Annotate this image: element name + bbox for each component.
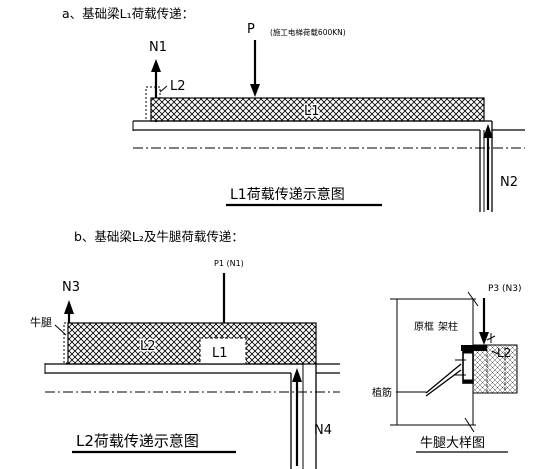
load-p3-arrow xyxy=(479,298,489,345)
reaction-n2-label: N2 xyxy=(500,175,518,190)
load-p1-label: P1 (N1) xyxy=(214,259,244,268)
slab-lines-a xyxy=(132,120,525,149)
support-column-a xyxy=(479,130,493,212)
rebar-label: 植筋 xyxy=(372,386,392,399)
beam-l2 xyxy=(67,322,317,365)
reaction-n1-label: N1 xyxy=(149,40,167,55)
beam-l2-label: L2 xyxy=(170,79,186,94)
slab-lines-b xyxy=(44,363,340,393)
column-label-line2: 架柱 xyxy=(438,320,458,333)
column-label-line1: 原框 xyxy=(414,320,434,333)
section-a-caption: a、基础梁L₁荷载传递： xyxy=(62,6,194,21)
detail-title: 牛腿大样图 xyxy=(420,436,485,451)
beam-l2-label-b: L2 xyxy=(140,339,156,354)
corbel-label: 牛腿 xyxy=(30,315,52,329)
detail-beam-l2-label: L2 xyxy=(497,346,511,360)
load-p3-label: P3 (N3) xyxy=(488,284,522,294)
beam-l1-label: L1 xyxy=(304,104,320,119)
load-p-label: P xyxy=(247,22,255,37)
corbel-detail xyxy=(390,291,518,433)
beam-l1-label-b: L1 xyxy=(212,346,228,361)
figure-title-b: L2荷载传递示意图 xyxy=(76,432,199,450)
beam-l2-leader xyxy=(159,85,168,93)
reaction-n4-arrow xyxy=(292,368,302,466)
reaction-n4-label: N4 xyxy=(314,423,332,438)
support-column-b xyxy=(290,363,317,469)
reaction-n2-arrow xyxy=(483,124,493,210)
load-note-label: (施工电梯荷载600KN) xyxy=(270,27,346,37)
reaction-n3-label: N3 xyxy=(62,280,80,295)
beam-l1-section-outline xyxy=(199,337,247,365)
figure-title-a: L1荷载传递示意图 xyxy=(230,186,345,203)
section-b-caption: b、基础梁L₂及牛腿荷载传递： xyxy=(74,229,244,244)
load-p-arrow xyxy=(250,40,260,97)
